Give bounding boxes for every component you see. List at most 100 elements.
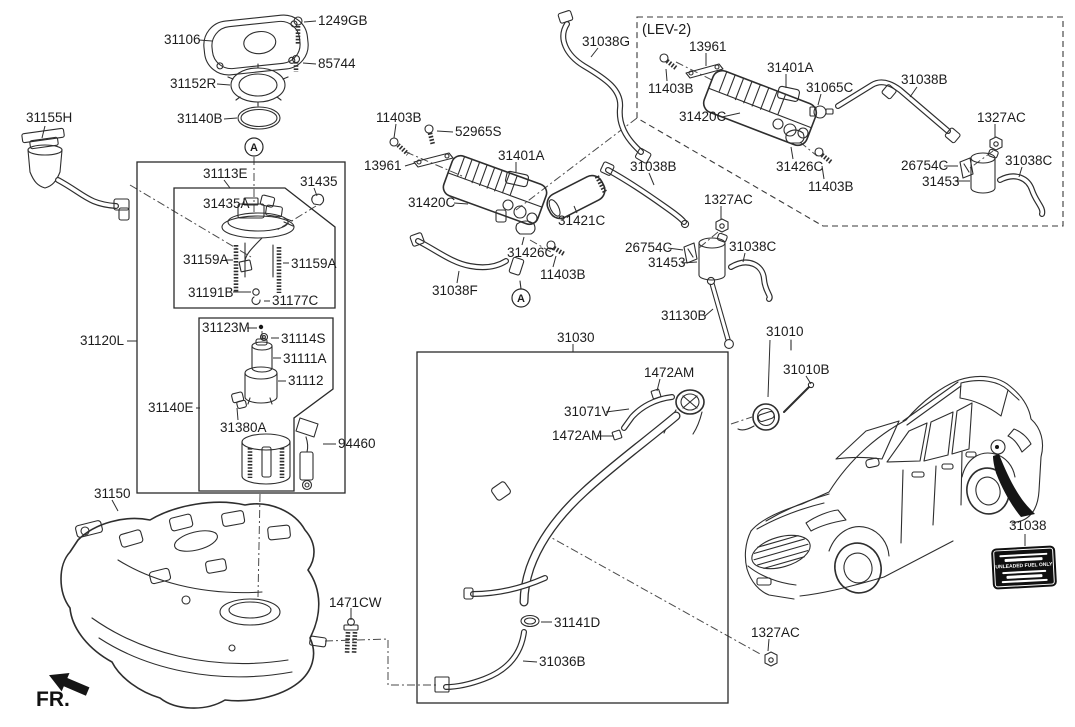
canister-31420c-drawing (442, 154, 548, 226)
projection-lines (129, 61, 994, 686)
part-label-11403b: 11403B (808, 179, 854, 194)
sticker-border: UNLEADED FUEL ONLY (993, 547, 1055, 588)
part-label-31155h: 31155H (26, 110, 73, 125)
part-label-31010: 31010 (766, 324, 804, 339)
part-label-31421c: 31421C (558, 213, 606, 228)
lev2-bracket-13961-drawing (685, 63, 724, 79)
grommet-31191b-drawing (252, 288, 260, 296)
part-label-31112: 31112 (288, 373, 324, 388)
front-direction-label: FR. (36, 688, 70, 711)
part-label-11403b: 11403B (540, 267, 586, 282)
nut-1327ac-bottom-drawing (764, 651, 778, 667)
part-label-1327ac: 1327AC (704, 192, 753, 207)
pad-31401a-drawing (505, 170, 529, 188)
part-label-31159a: 31159A (183, 252, 229, 267)
part-label-31123m: 31123M (202, 320, 250, 335)
part-label-31426c: 31426C (776, 159, 824, 174)
part-label-1472am: 1472AM (644, 365, 695, 380)
bolt-52965s-drawing (424, 124, 434, 134)
part-label-31010b: 31010B (783, 362, 830, 377)
fuel-sender-94460-drawing (295, 417, 319, 438)
part-label-1327ac: 1327AC (751, 625, 800, 640)
filler-neck-group-box (416, 351, 729, 704)
part-label-13961: 13961 (364, 158, 402, 173)
sticker-unleaded-text: UNLEADED FUEL ONLY (995, 561, 1053, 570)
part-label-31426c: 31426C (507, 245, 555, 260)
part-label-52965s: 52965S (455, 124, 502, 139)
fuel-tank-31150-drawing (60, 501, 327, 709)
part-label-31401a: 31401A (498, 148, 545, 163)
part-label-31036b: 31036B (539, 654, 586, 669)
part-label-31120l: 31120L (80, 333, 125, 348)
part-label-31435a: 31435A (203, 196, 250, 211)
tank-nipple-drawing (309, 635, 327, 648)
part-label-31420c: 31420C (679, 109, 727, 124)
clip-31435-drawing (311, 193, 325, 206)
part-label-1327ac: 1327AC (977, 110, 1026, 125)
part-label-1472am: 1472AM (552, 428, 603, 443)
lev2-bracket-26754c-drawing (959, 157, 974, 179)
part-label-94460: 94460 (338, 436, 376, 451)
sticker-fine-print-line (1006, 574, 1043, 579)
clip-31426c-drawing (515, 220, 536, 235)
part-label-31140b: 31140B (177, 111, 223, 126)
lev2-variant-label: (LEV-2) (642, 22, 692, 38)
clip-31177c-drawing (251, 296, 261, 305)
part-label-31152r: 31152R (170, 76, 217, 91)
fuel-cap-31010-drawing (737, 381, 815, 667)
part-label-31380a: 31380A (220, 420, 267, 435)
part-label-85744: 85744 (318, 56, 356, 71)
sticker-fine-print-line (1001, 578, 1048, 583)
part-label-31453: 31453 (648, 255, 686, 270)
bracket-13961-drawing (413, 152, 454, 168)
part-label-31401a: 31401A (767, 60, 814, 75)
lev2-canister-31453-drawing (970, 148, 999, 194)
part-label-31038c: 31038C (729, 239, 777, 254)
module-group-box (136, 161, 346, 494)
part-label-31150: 31150 (94, 486, 131, 501)
filler-neck-assembly-drawing (434, 388, 705, 693)
o-ring-drawing (237, 106, 281, 130)
part-label-31141d: 31141D (554, 615, 601, 630)
part-label-31420c: 31420C (408, 195, 456, 210)
part-label-31071v: 31071V (564, 404, 611, 419)
lev2-canister-31420c-drawing (702, 69, 818, 147)
part-label-31106: 31106 (164, 32, 201, 47)
part-label-31177c: 31177C (272, 293, 319, 308)
part-label-11403b: 11403B (376, 110, 422, 125)
group-boxes (136, 16, 1064, 704)
part-label-13961: 13961 (689, 39, 727, 54)
part-label-31038f: 31038F (432, 283, 478, 298)
sender-group-box (173, 187, 336, 309)
vehicle-drawing (744, 375, 1044, 600)
part-label-31159a: 31159A (291, 256, 337, 271)
lev2-clip-31426c-drawing (785, 129, 805, 144)
clamp-1472am-drawing (650, 388, 662, 400)
vapor-valve-31155h-drawing (21, 127, 130, 221)
lev2-assembly-drawing (659, 53, 1046, 217)
lev2-pad-31401a-drawing (777, 85, 801, 102)
hoses-middle-drawing (409, 10, 773, 349)
part-label-31065c: 31065C (806, 80, 854, 95)
screw-31123m-drawing (258, 324, 264, 330)
part-label-1249gb: 1249GB (318, 13, 368, 28)
lev2-bolt-11403b-drawing (659, 53, 669, 63)
part-label-31453: 31453 (922, 174, 960, 189)
washer-31114s-drawing (259, 332, 269, 342)
pump-group-box (198, 317, 334, 492)
part-label-31038c: 31038C (1005, 153, 1053, 168)
connector-31435a-drawing (259, 194, 276, 208)
part-label-31038b: 31038B (901, 72, 948, 87)
canister-assembly-drawing (389, 124, 608, 256)
part-label-26754c: 26754C (625, 240, 673, 255)
part-label-31030: 31030 (557, 330, 595, 345)
part-label-31130b: 31130B (661, 308, 707, 323)
sticker-pointer-swoosh (993, 454, 1035, 517)
part-label-1471cw: 1471CW (329, 595, 382, 610)
front-direction-arrow (49, 672, 90, 696)
lev2-bolt-11403b-2-drawing (814, 147, 824, 157)
part-label-31038: 31038 (1009, 518, 1047, 533)
bolt-11403b-2-drawing (546, 240, 556, 250)
